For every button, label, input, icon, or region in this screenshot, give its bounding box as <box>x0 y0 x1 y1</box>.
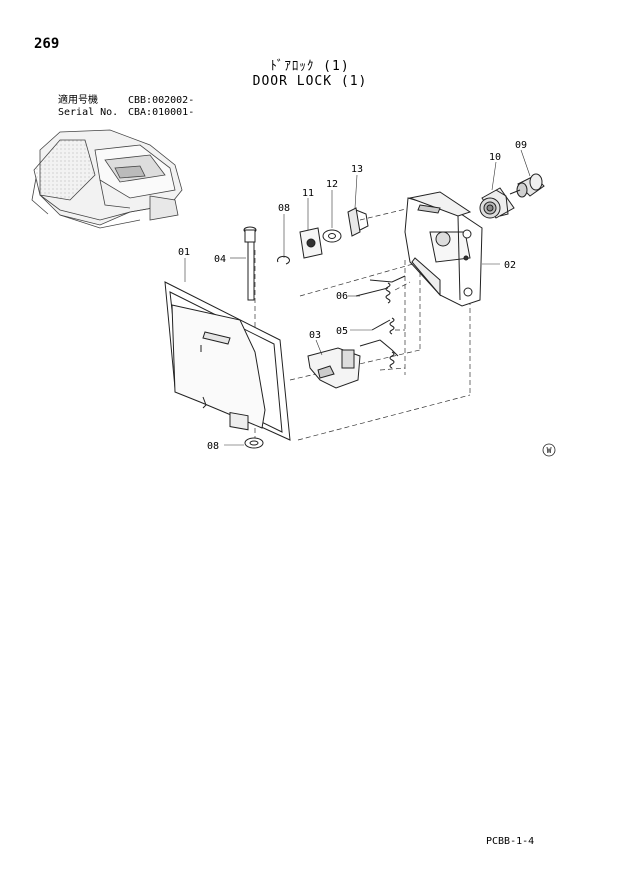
clip-part <box>347 207 369 237</box>
w-mark-symbol: W <box>542 443 556 457</box>
key-plug-part <box>509 173 545 198</box>
leader-lines <box>184 149 531 446</box>
label-part-08-upper: 08 <box>278 203 290 214</box>
page-number: 269 <box>34 36 60 52</box>
label-part-11: 11 <box>302 188 314 199</box>
w-mark-text: W <box>547 446 552 455</box>
label-part-05: 05 <box>336 326 348 337</box>
applicable-machine-label: 適用号機 <box>58 95 98 106</box>
spring-lower-part <box>359 317 399 369</box>
serial-number-value: CBA:010001- <box>128 107 195 118</box>
applicable-machine-row: 適用号機 CBB:002002- <box>58 95 194 107</box>
label-part-04: 04 <box>214 254 226 265</box>
lock-cylinder-part <box>479 187 515 219</box>
serial-number-label: Serial No. <box>58 107 119 118</box>
figure-code: PCBB-1-4 <box>486 836 535 847</box>
label-part-02: 02 <box>504 260 516 271</box>
snap-ring-lower-part <box>244 437 264 449</box>
snap-ring-upper-part <box>277 255 290 265</box>
serial-info: 適用号機 CBB:002002- Serial No. CBA:010001- <box>58 95 194 119</box>
plate-nut-part <box>299 227 323 259</box>
title-english: DOOR LOCK (1) <box>252 74 368 89</box>
bracket-part <box>404 191 483 307</box>
latch-part <box>307 347 361 389</box>
applicable-machine-value: CBB:002002- <box>128 95 195 106</box>
label-part-06: 06 <box>336 291 348 302</box>
spring-upper-part <box>355 275 406 304</box>
label-part-08-lower: 08 <box>207 441 219 452</box>
label-part-13: 13 <box>351 164 363 175</box>
excavator-locator-illustration <box>31 129 183 229</box>
washer-part <box>322 229 342 243</box>
lock-plate-part <box>164 281 291 441</box>
label-part-12: 12 <box>326 179 338 190</box>
label-part-09: 09 <box>515 140 527 151</box>
label-part-10: 10 <box>489 152 501 163</box>
title-japanese: ﾄﾞｱﾛｯｸ (1) <box>270 59 350 74</box>
label-part-01: 01 <box>178 247 190 258</box>
label-part-03: 03 <box>309 330 321 341</box>
pin-part <box>243 226 257 301</box>
serial-number-row: Serial No. CBA:010001- <box>58 107 194 119</box>
